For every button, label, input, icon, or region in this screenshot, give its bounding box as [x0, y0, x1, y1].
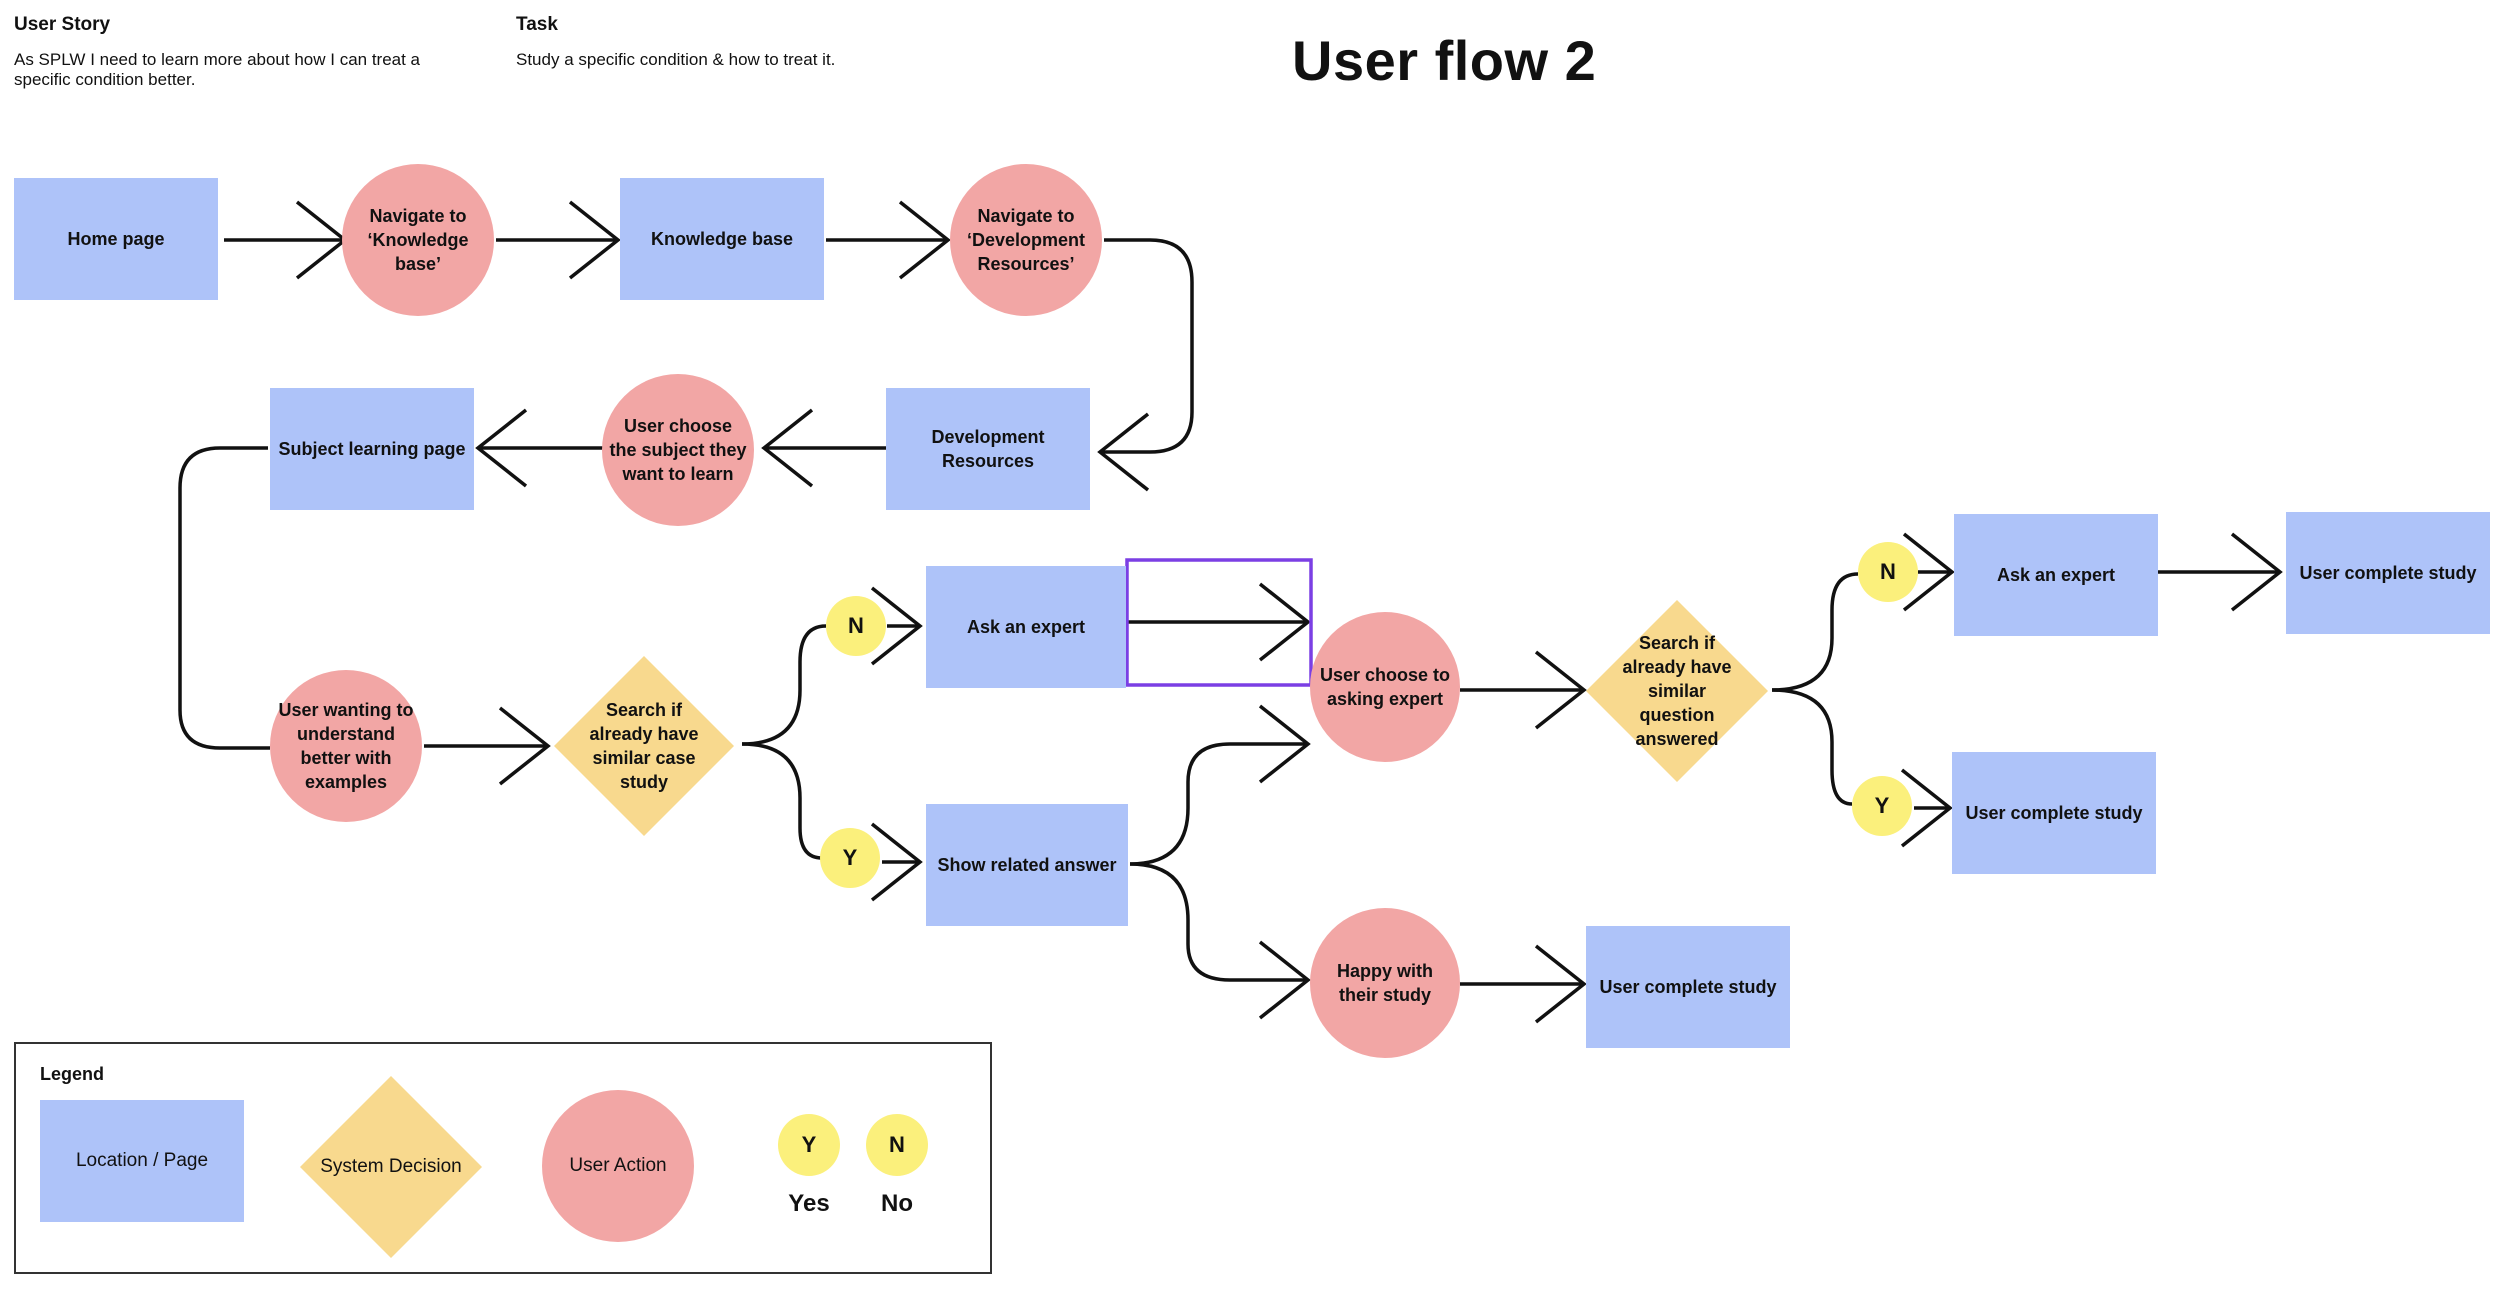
legend-location-page: Location / Page [40, 1100, 244, 1222]
connector-search-to-y [741, 742, 823, 860]
node-navigate-knowledge: Navigate to ‘Knowledge base’ [342, 164, 494, 316]
yes-badge-1: Y [820, 828, 880, 888]
legend-no-label: No [881, 1190, 913, 1217]
yes-badge-2: Y [1852, 776, 1912, 836]
legend-no-badge: N [866, 1114, 928, 1176]
legend-yes-badge: Y [778, 1114, 840, 1176]
legend-yes-label: Yes [788, 1190, 830, 1217]
highlight-box [1125, 558, 1313, 687]
node-ask-expert-2: Ask an expert [1954, 514, 2158, 636]
node-choose-asking: User choose to asking expert [1310, 612, 1460, 762]
node-happy: Happy with their study [1310, 908, 1460, 1058]
node-complete-top: User complete study [2286, 512, 2490, 634]
search-question-label: Search if already have similar question … [1622, 633, 1732, 749]
connector-search-to-n [741, 624, 827, 746]
legend-system-decision: System Decision [300, 1076, 482, 1258]
connector-show-to-happy [1129, 862, 1311, 1020]
user-story-text: As SPLW I need to learn more about how I… [14, 50, 421, 89]
node-knowledge-base: Knowledge base [620, 178, 824, 300]
connector-nav-dev-to-dev [1097, 238, 1194, 492]
page-title: User flow 2 [1292, 29, 1597, 92]
connector-searchq-to-n [1771, 572, 1859, 692]
search-case-label: Search if already have similar case stud… [589, 700, 699, 792]
legend-title: Legend [40, 1064, 105, 1084]
node-navigate-dev: Navigate to ‘Development Resources’ [950, 164, 1102, 316]
node-subject-page: Subject learning page [270, 388, 474, 510]
connector-show-to-choose [1129, 704, 1311, 866]
node-complete-bottom: User complete study [1586, 926, 1790, 1048]
task-label: Task [516, 14, 558, 35]
node-ask-expert-1: Ask an expert [926, 566, 1126, 688]
node-user-wanting: User wanting to understand better with e… [270, 670, 422, 822]
task-text: Study a specific condition & how to trea… [516, 50, 836, 69]
connector-searchq-to-y [1771, 688, 1853, 806]
node-search-question: Search if already have similar question … [1586, 600, 1768, 782]
user-story-label: User Story [14, 14, 111, 35]
legend-box [14, 1042, 992, 1274]
node-home-page: Home page [14, 178, 218, 300]
no-badge-2: N [1858, 542, 1918, 602]
legend-user-action: User Action [542, 1090, 694, 1242]
node-search-case: Search if already have similar case stud… [554, 656, 734, 836]
node-show-related: Show related answer [926, 804, 1128, 926]
node-choose-subject: User choose the subject they want to lea… [602, 374, 754, 526]
connector-subject-to-wanting [178, 446, 270, 750]
node-dev-resources: Development Resources [886, 388, 1090, 510]
legend-system-decision-label: System Decision [320, 1156, 462, 1177]
node-complete-mid: User complete study [1952, 752, 2156, 874]
no-badge-1: N [826, 596, 886, 656]
